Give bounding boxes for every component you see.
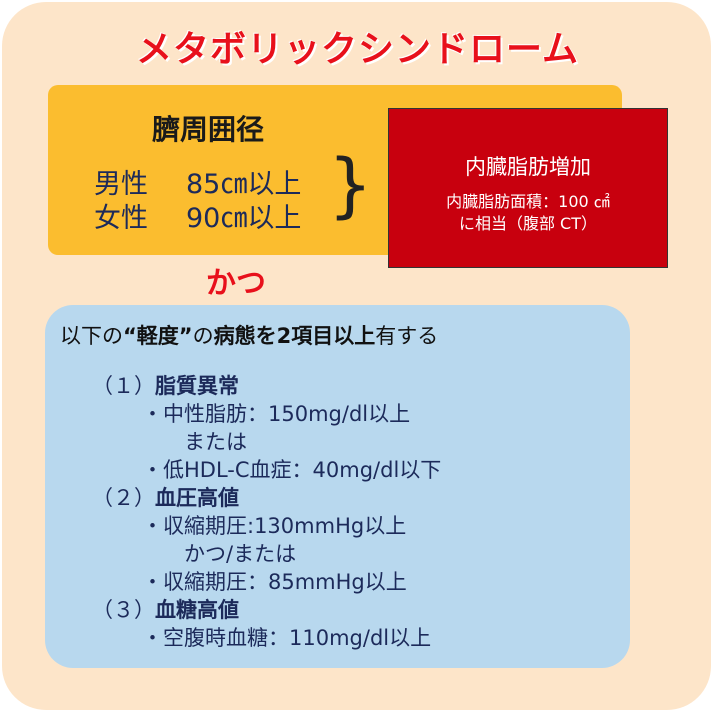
waist-title: 臍周囲径 [152,113,265,146]
section-number: （２） [92,486,155,510]
sex-label: 男性 [94,169,148,200]
waist-value: 90㎝以上 [186,203,302,234]
section-number: （３） [92,598,155,622]
visceral-line1: 内臓脂肪面積：100 ㎠ [446,192,610,211]
criteria-item: ・低HDL-C血症：40mg/dl以下 [142,458,442,482]
criteria-item: ・空腹時血糖：110mg/dl以上 [142,626,432,650]
criteria-item: ・収縮期圧：85mmHg以上 [142,570,407,594]
lead-text: 以下の [60,324,123,348]
lead-bold: 病態を2項目以上 [213,324,376,348]
visceral-fat-box: 内臓脂肪増加 内臓脂肪面積：100 ㎠ に相当（腹部 CT） [388,108,668,268]
waist-row-female: 女性 90㎝以上 [94,196,301,235]
section-heading: （２）血圧高値 [92,482,239,512]
section-name: 血圧高値 [155,486,239,510]
section-heading: （１）脂質異常 [92,370,239,400]
brace-icon: } [328,144,373,226]
visceral-line2: に相当（腹部 CT） [458,214,598,233]
waist-row-male: 男性 85㎝以上 [94,162,301,201]
visceral-title: 内臓脂肪増加 [465,155,591,179]
section-name: 血糖高値 [155,598,239,622]
lead-text: 有する [375,324,439,348]
criteria-item: ・中性脂肪：150mg/dl以上 [142,402,411,426]
criteria-box [45,305,630,668]
section-heading: （３）血糖高値 [92,594,239,624]
waist-value: 85㎝以上 [186,169,302,200]
sex-label: 女性 [94,203,148,234]
criteria-connector: かつ/または [184,542,297,566]
section-number: （１） [92,374,155,398]
criteria-connector: または [184,430,247,454]
page-title: メタボリックシンドローム [136,29,579,70]
section-name: 脂質異常 [155,374,239,398]
lead-bold: “軽度” [123,324,193,348]
criteria-item: ・収縮期圧:130mmHg以上 [142,514,407,538]
lead-text: の [192,324,214,348]
connector-label: かつ [206,266,266,301]
criteria-lead: 以下の“軽度”の病態を2項目以上有する [60,320,438,350]
